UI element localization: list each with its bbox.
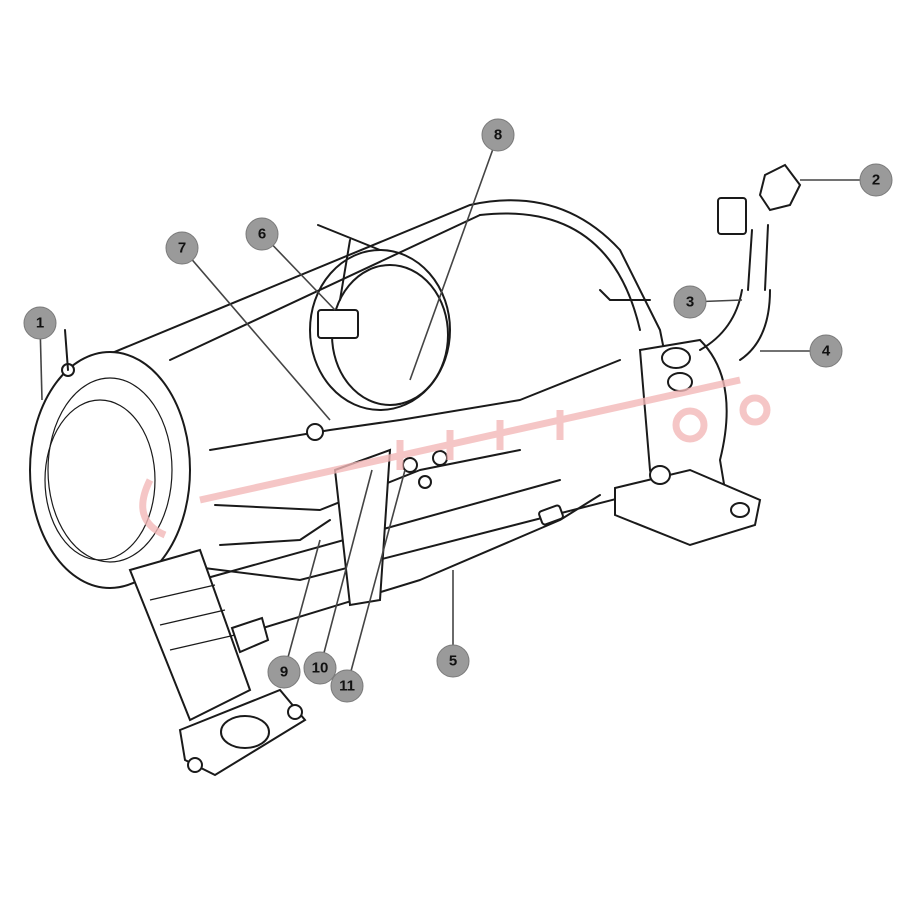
callout-3: 3 xyxy=(673,285,707,319)
callout-6: 6 xyxy=(245,217,279,251)
callout-8: 8 xyxy=(481,118,515,152)
svg-text:9: 9 xyxy=(280,664,288,681)
inlet-pipe xyxy=(128,548,307,777)
svg-text:10: 10 xyxy=(312,660,329,677)
temperature-sensor xyxy=(317,224,381,339)
tube-lines xyxy=(61,329,621,654)
callout-5: 5 xyxy=(436,644,470,678)
callout-2: 2 xyxy=(859,163,893,197)
svg-text:1: 1 xyxy=(36,315,44,332)
svg-text:6: 6 xyxy=(258,226,266,243)
callout-10: 10 xyxy=(303,651,337,685)
pressure-sensor xyxy=(699,163,802,361)
svg-text:8: 8 xyxy=(494,127,502,144)
callout-4: 4 xyxy=(809,334,843,368)
callout-9: 9 xyxy=(267,655,301,689)
svg-text:7: 7 xyxy=(178,240,186,257)
svg-text:5: 5 xyxy=(449,653,457,670)
watermark xyxy=(139,376,771,539)
svg-text:11: 11 xyxy=(339,678,355,695)
leader-lines xyxy=(39,134,876,687)
callout-11: 11 xyxy=(330,669,364,703)
svg-text:3: 3 xyxy=(686,294,694,311)
callout-1: 1 xyxy=(23,306,57,340)
svg-text:4: 4 xyxy=(822,343,831,360)
callout-7: 7 xyxy=(165,231,199,265)
dpf-canister xyxy=(29,199,692,589)
svg-text:2: 2 xyxy=(872,172,880,189)
